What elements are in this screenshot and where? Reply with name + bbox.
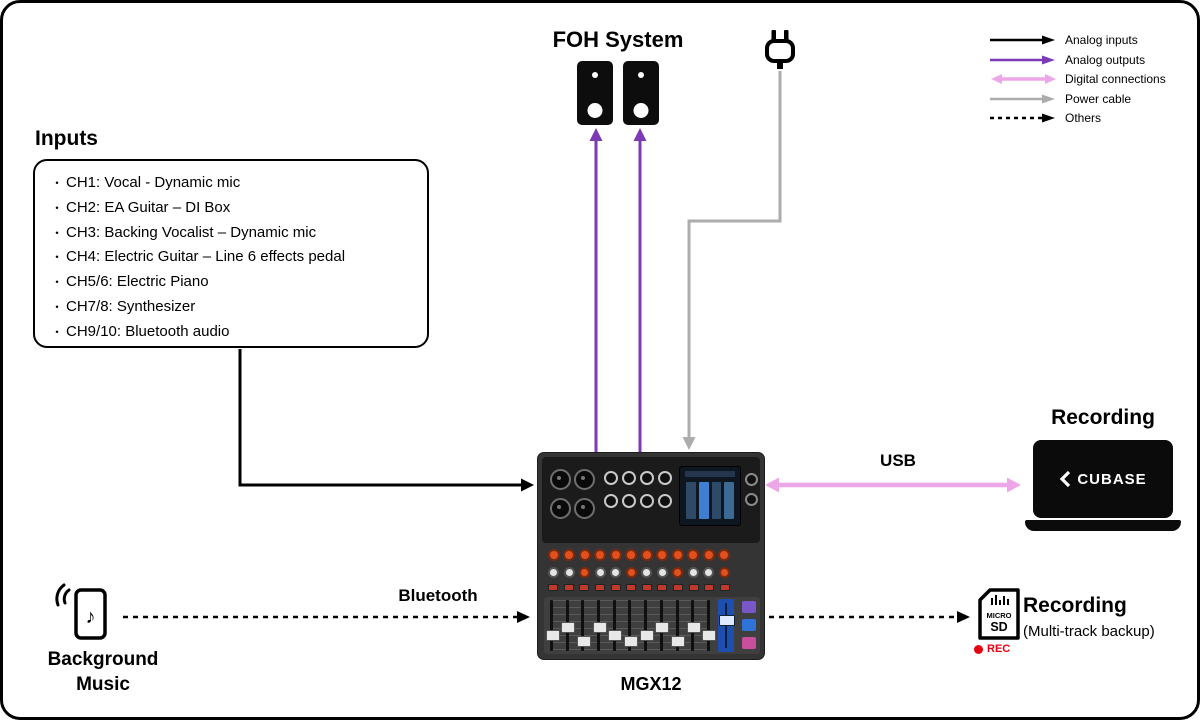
legend-item-digital-connections: Digital connections [989,73,1166,85]
sd-card-sd-text: SD [990,620,1007,634]
legend-arrow-analog-inputs-icon [990,35,1055,45]
input-item-text: CH9/10: Bluetooth audio [66,322,230,340]
mixer-level-knobs [548,567,730,578]
analog-output-arrowhead-right [633,128,647,141]
input-list-item: ・CH9/10: Bluetooth audio [51,320,411,345]
music-note-glyph: ♪ [86,606,96,628]
input-list-item: ・CH4: Electric Guitar – Line 6 effects p… [51,245,411,270]
input-list-item: ・CH3: Backing Vocalist – Dynamic mic [51,221,411,246]
rec-indicator: REC [974,643,1010,655]
bullet: ・ [51,299,64,314]
rec-text: REC [987,643,1011,655]
legend-arrow-others-icon [990,113,1055,123]
rec-dot-icon [974,644,983,654]
cubase-logo-icon [1060,470,1071,488]
cubase-brand-text: CUBASE [1077,470,1147,488]
bluetooth-label: Bluetooth [398,586,478,605]
mixer-fader-bank [545,600,717,651]
mixer-touch-display [679,466,741,526]
power-plug-icon [765,30,795,69]
input-item-text: CH2: EA Guitar – DI Box [66,198,231,216]
bullet: ・ [51,225,64,240]
legend-arrow-power-icon [990,94,1055,103]
sd-recording-title: Recording [1023,594,1127,617]
sd-recording-subtitle: (Multi-track backup) [1023,623,1155,640]
legend-label: Power cable [1065,91,1132,106]
power-cable-arrowhead [682,437,696,450]
input-list-item: ・CH5/6: Electric Piano [51,270,411,295]
power-cable-connector [687,71,782,437]
micro-sd-card-icon: MICRO SD [978,588,1020,640]
laptop-base [1025,520,1181,531]
legend-item-others: Others [989,112,1166,124]
mixer-mgx12-device [538,453,764,659]
legend-label: Analog outputs [1065,52,1146,67]
analog-input-arrowhead [521,478,534,492]
daw-recording-title: Recording [1051,406,1155,429]
foh-speaker-left-icon [577,61,613,125]
mixer-xlr-inputs [542,457,596,543]
legend-label: Analog inputs [1065,33,1138,47]
mixer-fader-section [544,597,760,654]
speaker-tweeter [592,72,598,78]
background-music-line1: Background [47,649,159,670]
bullet: ・ [51,275,64,290]
usb-arrowhead-left [765,477,779,493]
mixer-line-inputs [596,457,674,543]
bullet: ・ [51,200,64,215]
speaker-tweeter [638,72,644,78]
inputs-box: ・CH1: Vocal - Dynamic mic ・CH2: EA Guita… [33,159,429,348]
input-list-item: ・CH1: Vocal - Dynamic mic [51,171,411,196]
bullet: ・ [51,176,64,190]
bullet: ・ [51,250,64,265]
background-music-line2: Music [76,674,130,695]
bullet: ・ [51,324,64,339]
legend-label: Digital connections [1065,72,1166,86]
sd-arrowhead [957,611,970,623]
usb-arrowhead-right [1007,477,1021,493]
legend-item-analog-inputs: Analog inputs [989,34,1166,46]
background-music-label: Background Music [15,647,191,697]
speaker-woofer [633,103,649,118]
input-list-item: ・CH2: EA Guitar – DI Box [51,196,411,221]
foh-system-title: FOH System [552,27,684,52]
analog-input-connector [238,349,521,487]
analog-output-arrowhead-left [589,128,603,141]
input-item-text: CH5/6: Electric Piano [66,273,209,291]
legend-arrow-analog-outputs-icon [990,55,1055,64]
bluetooth-arrowhead [517,611,530,623]
mixer-gain-knobs [548,549,730,561]
legend-label: Others [1065,111,1102,125]
cubase-laptop-icon: CUBASE [1033,440,1173,518]
input-item-text: CH4: Electric Guitar – Line 6 effects pe… [66,248,346,266]
foh-speaker-right-icon [623,61,659,125]
input-item-text: CH3: Backing Vocalist – Dynamic mic [66,223,317,241]
mixer-io-panel [542,457,760,543]
bluetooth-phone-icon: ♪ [55,583,107,640]
usb-label: USB [880,451,916,470]
speaker-woofer [587,103,603,118]
mixer-channel-buttons [548,584,730,591]
mixer-scene-buttons [742,601,756,649]
mixer-aux-jacks [743,457,760,543]
mixer-master-strip [718,599,735,652]
input-list-item: ・CH7/8: Synthesizer [51,295,411,320]
inputs-title: Inputs [35,127,98,150]
legend-item-power-cable: Power cable [989,93,1166,105]
input-item-text: CH7/8: Synthesizer [66,297,196,315]
legend-item-analog-outputs: Analog outputs [989,54,1166,66]
mixer-label: MGX12 [620,674,682,694]
input-item-text: CH1: Vocal - Dynamic mic [66,174,241,191]
legend: Analog inputs Analog outputs Digital con… [989,34,1166,132]
legend-arrow-digital-icon [991,74,1056,84]
sd-card-micro-text: MICRO [987,611,1012,620]
